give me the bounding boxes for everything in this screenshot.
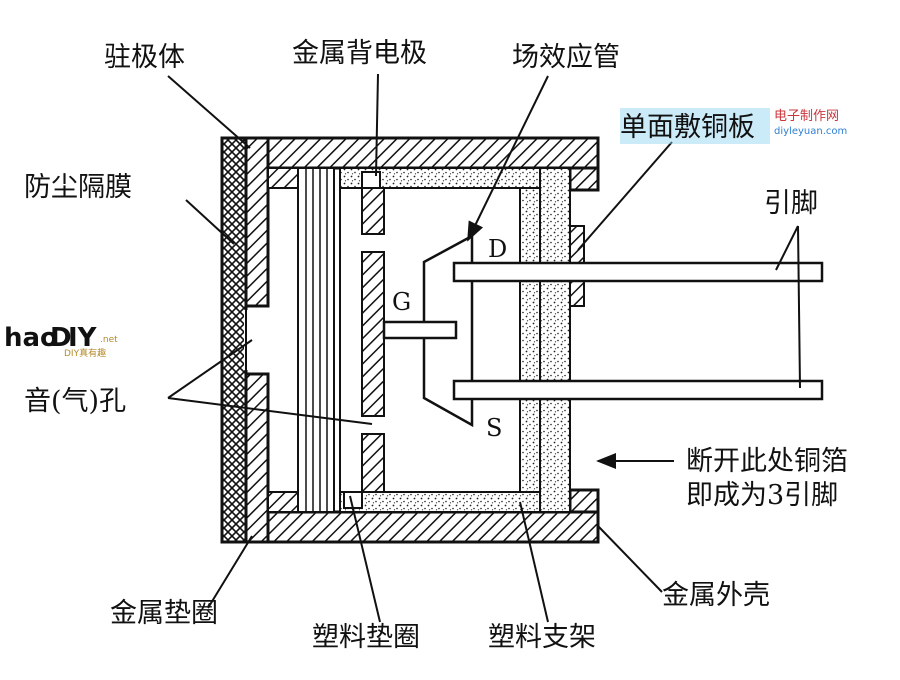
pins [452,261,824,401]
source-pin [452,379,824,401]
label-dust-membrane: 防尘隔膜 [24,172,132,203]
fet [382,233,474,428]
svg-text:.net: .net [100,335,118,345]
svg-text:IY: IY [68,323,98,353]
svg-text:电子制作网: 电子制作网 [774,109,839,124]
label-fet: 场效应管 [512,42,620,73]
metal-gasket [267,167,299,513]
electret [297,167,341,513]
sound-hole [244,310,270,370]
label-plastic-bracket: 塑料支架 [488,622,596,653]
leader-lines [167,73,801,623]
diy-watermark: 电子制作网 diyleyuan.com [620,108,847,144]
metal-shell [220,136,600,544]
label-metal-gasket: 金属垫圈 [110,598,218,629]
label-plastic-gasket: 塑料垫圈 [312,622,420,653]
label-break-copper-2: 即成为3引脚 [686,480,838,511]
label-pins: 引脚 [764,188,818,219]
svg-text:hao: hao [4,323,58,353]
svg-text:diyleyuan.com: diyleyuan.com [774,126,847,137]
label-electret: 驻极体 [104,42,185,73]
svg-text:D: D [50,323,72,353]
label-metal-back-electrode: 金属背电极 [292,38,427,69]
label-metal-shell: 金属外壳 [662,580,770,611]
source-label: S [486,414,502,442]
drain-pin [452,261,824,283]
gate-label: G [392,288,411,316]
svg-text:DIY真有趣: DIY真有趣 [64,347,106,359]
label-sound-hole: 音(气)孔 [24,386,126,417]
drain-label: D [488,235,507,263]
haodiy-watermark: hao D IY .net DIY真有趣 [4,323,118,359]
metal-back-electrode [361,187,385,493]
dust-membrane [220,136,248,544]
label-single-sided-copper-board: 单面敷铜板 [620,112,755,143]
label-break-copper-1: 断开此处铜箔 [686,446,848,477]
